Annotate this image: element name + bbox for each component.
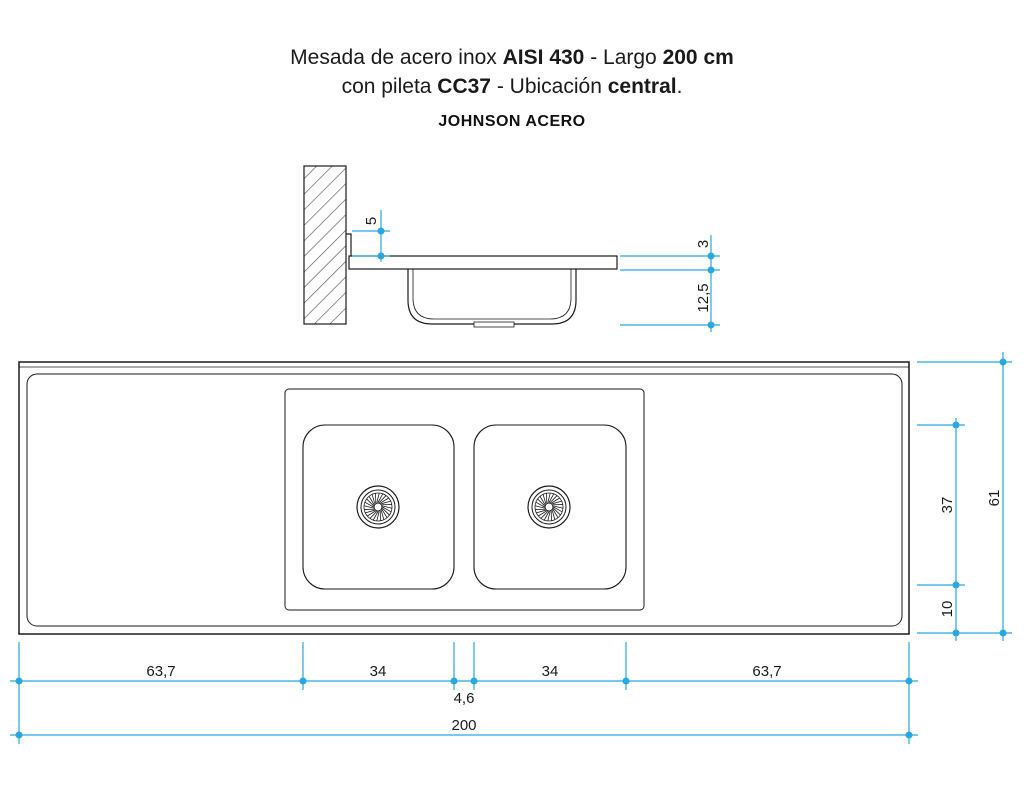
bowl-left [302,424,455,590]
wall-hatched [303,165,347,325]
dim-front-margin: 10 [939,601,956,618]
dim-divider: 4,6 [454,690,475,707]
dim-bowl-left-width: 34 [370,663,387,680]
dim-right-drainboard: 63,7 [752,663,781,680]
dim-backsplash: 5 [363,217,380,225]
plan-view [18,361,910,635]
vertical-dimensions [917,352,1012,641]
dim-bowl-length: 37 [939,497,956,514]
section-view [303,165,618,328]
dim-thickness: 3 [695,240,712,248]
title-line-2: con pileta CC37 - Ubicación central. [341,75,683,98]
dim-left-drainboard: 63,7 [146,663,175,680]
bowl-right [473,424,627,590]
brand-name: JOHNSON ACERO [438,113,586,130]
dim-bowl-right-width: 34 [542,663,559,680]
countertop-section [348,255,618,270]
drainboard-surface [26,373,903,627]
section-dimensions [352,210,720,332]
sink-frame [284,388,645,611]
backsplash-profile [346,233,352,256]
bowl-section [407,269,577,325]
dim-total-depth: 61 [986,490,1003,507]
drain-right-icon [527,485,571,529]
dim-bowl-depth: 12,5 [695,283,712,312]
title-line-1: Mesada de acero inox AISI 430 - Largo 20… [290,46,734,69]
drain-left-icon [356,485,400,529]
countertop-outline [18,361,910,635]
dim-total-length: 200 [451,717,476,734]
